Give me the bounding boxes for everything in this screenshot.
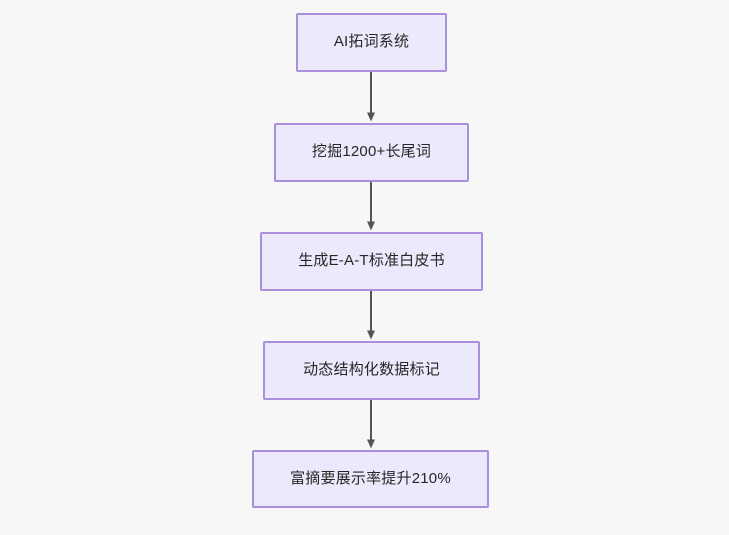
flow-node-label: 动态结构化数据标记 xyxy=(303,361,440,379)
flow-node-mine-longtail-keywords[interactable]: 挖掘1200+长尾词 xyxy=(274,123,469,182)
flow-node-rich-snippet-rate-increase[interactable]: 富摘要展示率提升210% xyxy=(252,450,489,508)
flow-node-label: 挖掘1200+长尾词 xyxy=(311,143,432,161)
flow-node-ai-keyword-system[interactable]: AI拓词系统 xyxy=(296,13,447,72)
flow-node-label: 生成E-A-T标准白皮书 xyxy=(298,252,445,270)
flow-node-label: 富摘要展示率提升210% xyxy=(290,469,451,487)
flow-node-generate-eat-whitepaper[interactable]: 生成E-A-T标准白皮书 xyxy=(260,232,483,291)
flow-node-label: AI拓词系统 xyxy=(333,33,410,51)
flow-node-dynamic-structured-data-markup[interactable]: 动态结构化数据标记 xyxy=(263,341,480,400)
